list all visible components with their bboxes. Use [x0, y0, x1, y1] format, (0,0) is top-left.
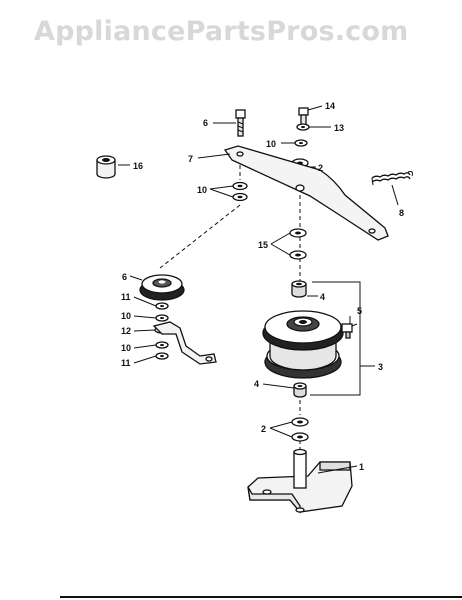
tension-spring — [371, 171, 413, 186]
callout-4-bottom: 4 — [254, 379, 259, 389]
bearing-top — [291, 280, 307, 298]
callout-2-bottom: 2 — [261, 424, 266, 434]
callout-10-left: 10 — [197, 185, 207, 195]
callout-3: 3 — [378, 362, 383, 372]
callout-6-pulley: 6 — [122, 272, 127, 282]
lock-washer — [296, 123, 310, 131]
washer-pair-left — [232, 181, 248, 202]
callout-13: 13 — [334, 123, 344, 133]
callout-1: 1 — [359, 462, 364, 472]
callout-6-bolt: 6 — [203, 118, 208, 128]
leader-lines — [118, 105, 399, 474]
washer-pair-15 — [289, 228, 307, 260]
assembly-guide-lines — [159, 158, 301, 455]
idler-bracket-arm — [152, 321, 217, 365]
callout-11-lower: 11 — [121, 358, 131, 368]
callout-10-mid: 10 — [121, 311, 131, 321]
pulley-assembly-bracket — [310, 281, 375, 396]
callout-10-lower: 10 — [121, 343, 131, 353]
bearing-bottom — [293, 382, 307, 398]
washer-pair-bottom — [291, 417, 309, 442]
callout-4-top: 4 — [320, 292, 325, 302]
idler-pulley — [139, 274, 185, 301]
callout-5: 5 — [357, 306, 362, 316]
flat-washer-top — [294, 139, 308, 147]
spacer-bushing — [96, 155, 116, 179]
callout-7: 7 — [188, 154, 193, 164]
callout-8: 8 — [399, 208, 404, 218]
callout-15: 15 — [258, 240, 268, 250]
callout-12: 12 — [121, 326, 131, 336]
callout-2-top: 2 — [318, 163, 323, 173]
bolt-left — [235, 109, 246, 137]
mounting-bracket — [247, 448, 353, 514]
callout-10-top: 10 — [266, 139, 276, 149]
grease-fitting — [341, 323, 358, 339]
idler-arm — [223, 145, 389, 241]
bottom-border-line — [60, 596, 462, 598]
watermark-text: AppliancePartsPros.com — [34, 16, 409, 47]
callout-14: 14 — [325, 101, 335, 111]
callout-11-upper: 11 — [121, 292, 131, 302]
double-pulley — [262, 310, 344, 379]
callout-16: 16 — [133, 161, 143, 171]
bolt-right — [298, 107, 309, 126]
